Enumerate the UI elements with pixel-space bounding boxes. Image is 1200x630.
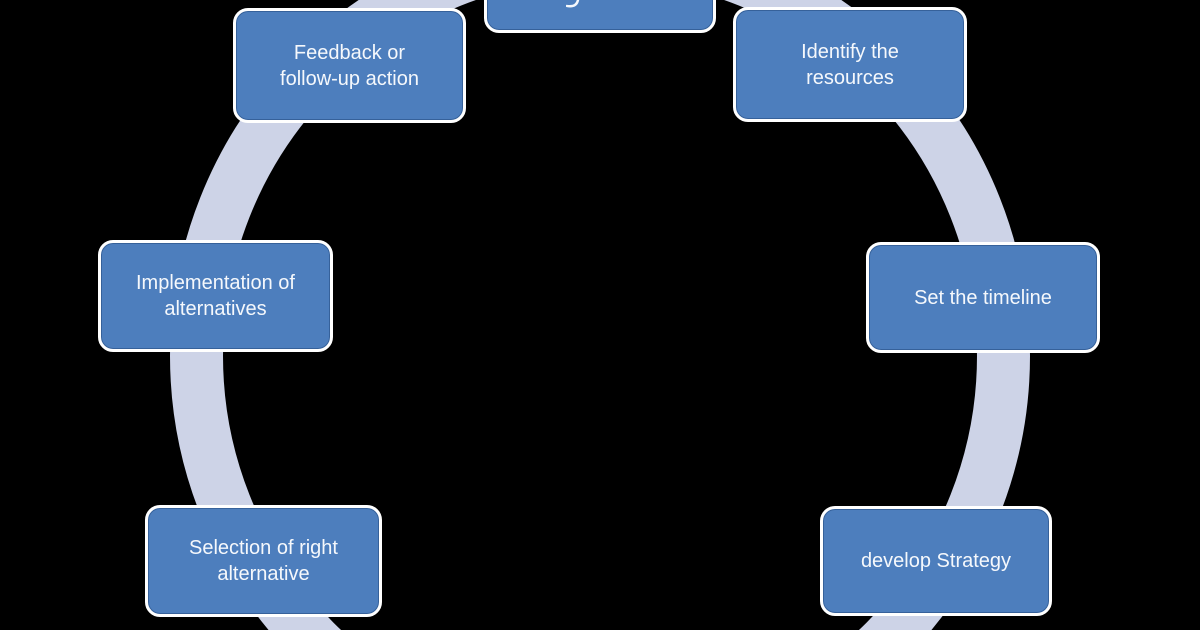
step-label: Feedback or follow-up action: [280, 41, 419, 90]
step-label: Set the timeline: [914, 286, 1052, 309]
step-box-develop-strategy: develop Strategy: [820, 506, 1052, 616]
step-label: Identify the resources: [801, 40, 899, 89]
step-box-set-timeline: Set the timeline: [866, 242, 1100, 353]
step-label: Selection of right alternative: [189, 537, 338, 585]
step-label: develop Strategy: [860, 550, 1012, 572]
step-box-implementation-alternatives: Implementation of alternatives: [98, 240, 333, 352]
cut-off-text-descender-icon: [566, 0, 580, 8]
step-box-top-partial: [484, 0, 716, 33]
step-box-selection-right-alternative: Selection of right alternative: [145, 505, 382, 617]
step-box-feedback-follow-up: Feedback or follow-up action: [233, 8, 466, 123]
step-label: Implementation of alternatives: [136, 272, 295, 320]
step-box-identify-resources: Identify the resources: [733, 7, 967, 122]
